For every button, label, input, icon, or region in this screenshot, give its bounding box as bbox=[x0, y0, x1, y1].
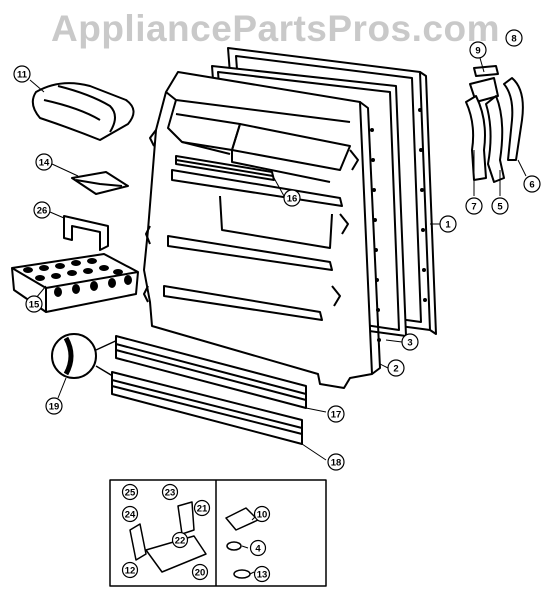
callout-text-10: 10 bbox=[257, 510, 268, 521]
callout-3: 3 bbox=[401, 333, 419, 351]
callout-12: 12 bbox=[121, 561, 139, 579]
callout-20: 20 bbox=[191, 563, 209, 581]
callout-24: 24 bbox=[121, 505, 139, 523]
leader-lines bbox=[29, 57, 527, 575]
callout-text-21: 21 bbox=[197, 504, 208, 515]
callout-13: 13 bbox=[253, 565, 271, 583]
callout-23: 23 bbox=[161, 483, 179, 501]
callout-10: 10 bbox=[253, 505, 271, 523]
magnifier-19 bbox=[51, 333, 123, 379]
callout-2: 2 bbox=[387, 359, 405, 377]
callout-19: 19 bbox=[45, 397, 63, 415]
callout-5: 5 bbox=[491, 197, 509, 215]
shelf-bar-16 bbox=[175, 155, 275, 181]
callout-4: 4 bbox=[249, 539, 267, 557]
callout-16: 16 bbox=[283, 189, 301, 207]
callout-text-20: 20 bbox=[195, 568, 206, 579]
callout-text-16: 16 bbox=[287, 194, 298, 205]
callout-14: 14 bbox=[35, 153, 53, 171]
callout-text-18: 18 bbox=[331, 458, 342, 469]
callout-text-24: 24 bbox=[125, 510, 136, 521]
callout-18: 18 bbox=[327, 453, 345, 471]
callout-text-25: 25 bbox=[125, 488, 136, 499]
callout-21: 21 bbox=[193, 499, 211, 517]
callout-9: 9 bbox=[469, 41, 487, 59]
callout-text-8: 8 bbox=[511, 34, 516, 45]
callout-text-5: 5 bbox=[497, 202, 503, 213]
callout-11: 11 bbox=[13, 65, 31, 83]
callout-text-4: 4 bbox=[255, 544, 261, 555]
hinge-kit-box bbox=[109, 479, 327, 587]
callout-text-6: 6 bbox=[529, 180, 534, 191]
callout-text-19: 19 bbox=[49, 402, 60, 413]
callout-8: 8 bbox=[505, 29, 523, 47]
callout-7: 7 bbox=[465, 197, 483, 215]
callout-17: 17 bbox=[327, 405, 345, 423]
hinge-parts bbox=[465, 65, 524, 183]
liner-screw-dots bbox=[370, 108, 427, 342]
dairy-door bbox=[31, 82, 135, 141]
tray-handle-26 bbox=[63, 215, 109, 251]
callout-labels: 11 14 26 15 19 16 1 3 2 17 18 9 8 7 5 6 … bbox=[13, 29, 541, 583]
callout-text-3: 3 bbox=[407, 338, 412, 349]
callout-22: 22 bbox=[171, 531, 189, 549]
callout-15: 15 bbox=[25, 295, 43, 313]
callout-text-11: 11 bbox=[17, 70, 28, 81]
callout-6: 6 bbox=[523, 175, 541, 193]
callout-text-23: 23 bbox=[165, 488, 176, 499]
callout-text-26: 26 bbox=[37, 206, 48, 217]
door-bar-18 bbox=[111, 371, 303, 445]
callout-1: 1 bbox=[439, 215, 457, 233]
callout-text-14: 14 bbox=[39, 158, 50, 169]
callout-text-13: 13 bbox=[257, 570, 268, 581]
callout-26: 26 bbox=[33, 201, 51, 219]
watermark-text: AppliancePartsPros.com bbox=[51, 8, 500, 49]
callout-text-15: 15 bbox=[29, 300, 40, 311]
callout-text-7: 7 bbox=[471, 202, 476, 213]
callout-text-12: 12 bbox=[125, 566, 136, 577]
callout-text-9: 9 bbox=[475, 46, 480, 57]
callout-25: 25 bbox=[121, 483, 139, 501]
callout-text-1: 1 bbox=[445, 220, 451, 231]
callout-text-2: 2 bbox=[393, 364, 398, 375]
egg-tray-holes bbox=[23, 258, 132, 297]
egg-rest-14 bbox=[71, 171, 129, 195]
callout-text-22: 22 bbox=[175, 536, 186, 547]
callout-text-17: 17 bbox=[331, 410, 342, 421]
door-liner bbox=[143, 71, 381, 389]
